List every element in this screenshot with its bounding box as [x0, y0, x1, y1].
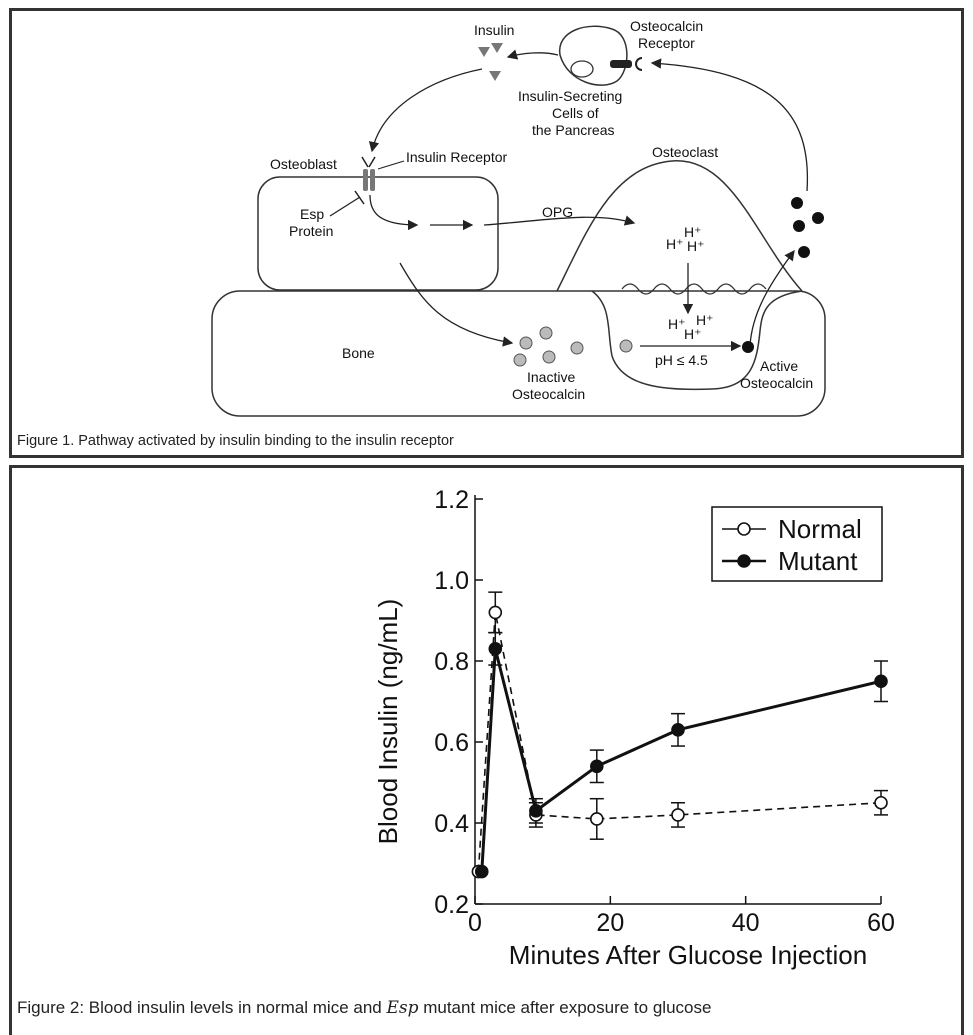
label-ph: pH ≤ 4.5 [655, 352, 708, 368]
osteocalcin-receptor-icon [610, 60, 632, 68]
insulin-triangle-icon [478, 47, 490, 57]
data-point-mutant [529, 804, 543, 818]
data-point-normal [589, 812, 604, 826]
legend-marker [737, 522, 751, 536]
label-inactive-1: Inactive [527, 369, 575, 385]
label-bone: Bone [342, 345, 375, 361]
bone-shape [211, 290, 826, 417]
label-osteoclast: Osteoclast [652, 144, 718, 160]
label-esp-1: Esp [300, 206, 324, 222]
data-point-mutant [874, 674, 888, 689]
caption-esp-emphasis: Esp [386, 998, 419, 1018]
x-tick-label: 20 [596, 909, 624, 937]
y-tick-label: 1.2 [434, 486, 469, 514]
caption-text-after: mutant mice after exposure to glucose [418, 998, 712, 1017]
x-axis-label: Minutes After Glucose Injection [509, 940, 867, 970]
ruffled-border [621, 283, 767, 295]
x-tick-label: 40 [732, 909, 760, 937]
figure-1-panel: Insulin Osteocalcin Receptor Insulin-Sec… [9, 8, 964, 458]
data-point-normal [874, 795, 888, 810]
x-tick-label: 60 [867, 909, 895, 937]
label-esp-2: Protein [289, 223, 333, 239]
active-osteocalcin-dot [791, 197, 803, 209]
label-osteocalcin-receptor-2: Receptor [638, 35, 695, 51]
label-active-1: Active [760, 358, 798, 374]
label-hplus: H⁺ [668, 316, 686, 332]
label-osteoblast: Osteoblast [270, 156, 337, 172]
pancreas-nucleus [570, 60, 594, 78]
data-point-mutant [671, 723, 685, 737]
label-insulin: Insulin [474, 22, 514, 38]
active-osteocalcin-dot [798, 246, 810, 258]
legend-label: Mutant [778, 546, 858, 576]
inactive-osteocalcin-dot [519, 336, 533, 350]
y-tick-label: 0.4 [434, 810, 469, 838]
active-osteocalcin-dot [793, 220, 805, 232]
osteoblast-cell [257, 176, 499, 291]
resorption-pit [591, 290, 803, 391]
y-axis-label: Blood Insulin (ng/mL) [373, 599, 403, 845]
inactive-osteocalcin-dot [619, 339, 633, 353]
label-hplus: H⁺ [687, 238, 705, 254]
data-point-normal [488, 605, 503, 620]
active-osteocalcin-dot [812, 212, 824, 224]
label-hplus: H⁺ [684, 326, 702, 342]
label-hplus: H⁺ [684, 224, 702, 240]
label-hplus: H⁺ [696, 312, 714, 328]
legend-marker [737, 554, 751, 568]
y-tick-label: 1.0 [434, 567, 469, 595]
data-point-mutant [589, 759, 604, 774]
label-inactive-2: Osteocalcin [512, 386, 585, 402]
y-tick-label: 0.8 [434, 648, 469, 676]
inactive-osteocalcin-dot [570, 341, 584, 355]
osteoclast-cell [556, 160, 803, 292]
series-line-mutant [480, 648, 882, 872]
pathway-diagram: Insulin Osteocalcin Receptor Insulin-Sec… [211, 18, 826, 417]
caption-text-before: Figure 2: Blood insulin levels in normal… [17, 998, 387, 1017]
label-insulin-receptor: Insulin Receptor [406, 149, 508, 165]
label-hplus: H⁺ [666, 236, 684, 252]
y-tick-label: 0.2 [434, 891, 469, 919]
label-osteocalcin-receptor-1: Osteocalcin [630, 18, 703, 34]
inactive-osteocalcin-dot [542, 350, 556, 364]
y-tick-label: 0.6 [434, 729, 469, 757]
insulin-triangle-icon [489, 71, 501, 81]
label-pancreas-2: Cells of [552, 105, 599, 121]
active-osteocalcin-dot [742, 341, 754, 353]
legend-label: Normal [778, 514, 862, 544]
data-point-normal [671, 808, 685, 822]
data-point-mutant [474, 864, 489, 879]
figure-2-caption: Figure 2: Blood insulin levels in normal… [17, 998, 711, 1018]
series-line-normal [477, 612, 882, 872]
label-pancreas-1: Insulin-Secreting [518, 88, 622, 104]
label-active-2: Osteocalcin [740, 375, 813, 391]
osteocalcin-receptor-cup [635, 57, 643, 71]
insulin-triangle-icon [491, 43, 503, 53]
pancreas-cell [559, 25, 628, 86]
figure-1-caption: Figure 1. Pathway activated by insulin b… [17, 433, 454, 449]
label-opg: OPG [542, 204, 573, 220]
legend-box [711, 506, 883, 582]
inactive-osteocalcin-dot [513, 353, 527, 367]
data-point-mutant [488, 642, 503, 656]
x-tick-label: 0 [468, 909, 482, 937]
insulin-receptor-icon [363, 169, 368, 191]
label-pancreas-3: the Pancreas [532, 122, 615, 138]
inactive-osteocalcin-dot [539, 326, 553, 340]
